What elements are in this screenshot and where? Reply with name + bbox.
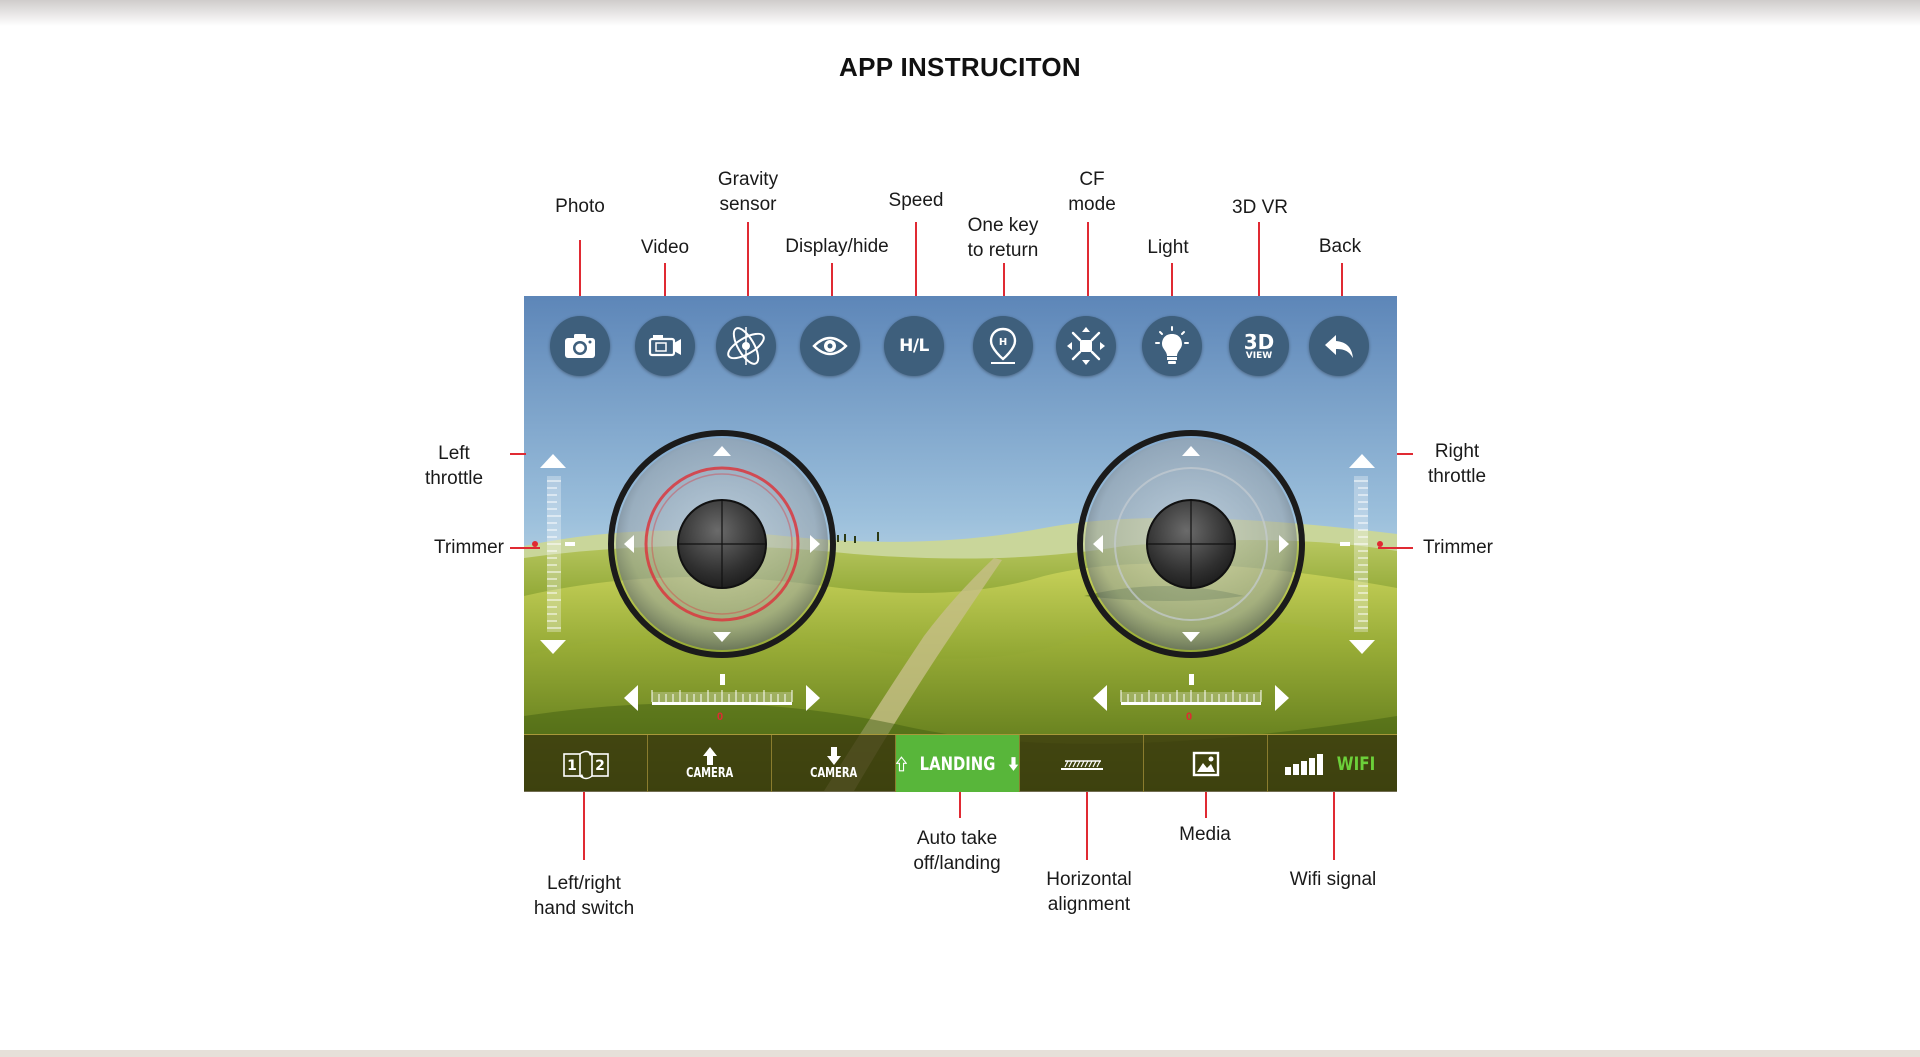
bulb-icon — [1155, 326, 1189, 364]
line-back — [1341, 263, 1343, 296]
speed-button[interactable]: H/L — [884, 316, 944, 376]
label-speed: Speed — [888, 190, 944, 211]
page-title: APP INSTRUCITON — [839, 52, 1081, 82]
takeoff-arrow-icon — [896, 755, 907, 771]
drone-cf-icon — [1067, 327, 1105, 365]
line-left-throttle — [510, 453, 526, 455]
top-shadow-band — [0, 0, 1920, 26]
line-hand-switch — [583, 792, 585, 860]
label-cf: CF mode — [1068, 169, 1116, 215]
signal-bars-icon — [1285, 753, 1324, 775]
camera-down-button[interactable]: CAMERA — [772, 735, 896, 792]
light-button[interactable] — [1142, 316, 1202, 376]
photo-button[interactable] — [550, 316, 610, 376]
label-photo: Photo — [555, 196, 605, 217]
line-left-trimmer — [510, 547, 540, 549]
line-horizontal — [1086, 792, 1088, 860]
line-photo — [579, 240, 581, 296]
label-auto-takeoff: Auto take off/landing — [913, 828, 1001, 874]
level-icon — [1060, 759, 1103, 770]
mode1-label: 1 — [567, 758, 577, 774]
speed-hl-icon: H/L — [899, 336, 929, 356]
line-gravity — [747, 222, 749, 296]
one-key-return-button[interactable]: H — [973, 316, 1033, 376]
camera-up-button[interactable]: CAMERA — [648, 735, 772, 792]
label-video: Video — [640, 237, 690, 258]
camera-icon — [565, 334, 595, 358]
back-arrow-icon — [1325, 335, 1353, 358]
label-vr: 3D VR — [1232, 197, 1288, 218]
video-button[interactable] — [635, 316, 695, 376]
line-display — [831, 263, 833, 296]
label-wifi-signal: Wifi signal — [1289, 869, 1377, 890]
line-right-throttle — [1397, 453, 1413, 455]
line-onekey — [1003, 263, 1005, 296]
media-button[interactable] — [1144, 735, 1268, 792]
bottom-band — [0, 1050, 1920, 1057]
label-back: Back — [1318, 236, 1362, 257]
left-trim-value: 0 — [717, 711, 724, 723]
line-right-trimmer — [1378, 547, 1413, 549]
image-icon — [1192, 751, 1219, 776]
eye-icon — [812, 336, 848, 356]
arrow-down-icon — [826, 747, 841, 765]
label-right-throttle: Right throttle — [1427, 441, 1487, 487]
label-hand-switch: Left/right hand switch — [533, 873, 635, 919]
line-video — [664, 263, 666, 296]
label-onekey: One key to return — [967, 215, 1039, 261]
arrow-up-icon — [702, 747, 717, 765]
gravity-sensor-button[interactable] — [716, 316, 776, 376]
label-left-trimmer: Trimmer — [434, 537, 504, 558]
label-light: Light — [1147, 237, 1189, 258]
mode2-label: 2 — [595, 758, 605, 774]
wifi-signal-indicator: WIFI — [1268, 735, 1397, 792]
label-media: Media — [1179, 824, 1231, 845]
home-pin-icon: H — [989, 327, 1017, 364]
line-light — [1171, 263, 1173, 296]
line-speed — [915, 222, 917, 296]
line-auto-takeoff — [959, 792, 961, 818]
line-cf — [1087, 222, 1089, 296]
landing-arrow-icon — [1008, 756, 1019, 771]
cf-mode-button[interactable] — [1056, 316, 1116, 376]
label-horizontal: Horizontal alignment — [1046, 869, 1132, 915]
line-vr — [1258, 222, 1260, 296]
svg-text:H: H — [999, 337, 1007, 348]
back-button[interactable] — [1309, 316, 1369, 376]
label-left-throttle: Left throttle — [424, 443, 484, 489]
3d-view-icon: 3D VIEW — [1243, 329, 1275, 361]
display-hide-button[interactable] — [800, 316, 860, 376]
line-wifi — [1333, 792, 1335, 860]
auto-takeoff-landing-button[interactable]: LANDING — [896, 735, 1020, 792]
label-right-trimmer: Trimmer — [1423, 537, 1493, 558]
label-gravity: Gravity sensor — [717, 169, 779, 215]
video-camera-icon — [648, 335, 681, 357]
3d-vr-button[interactable]: 3D VIEW — [1229, 316, 1289, 376]
line-media — [1205, 792, 1207, 818]
gravity-gyro-icon — [727, 327, 765, 365]
right-trim-value: 0 — [1186, 711, 1193, 723]
horizontal-alignment-button[interactable] — [1020, 735, 1144, 792]
app-screen — [524, 296, 1397, 791]
label-display: Display/hide — [785, 236, 889, 257]
